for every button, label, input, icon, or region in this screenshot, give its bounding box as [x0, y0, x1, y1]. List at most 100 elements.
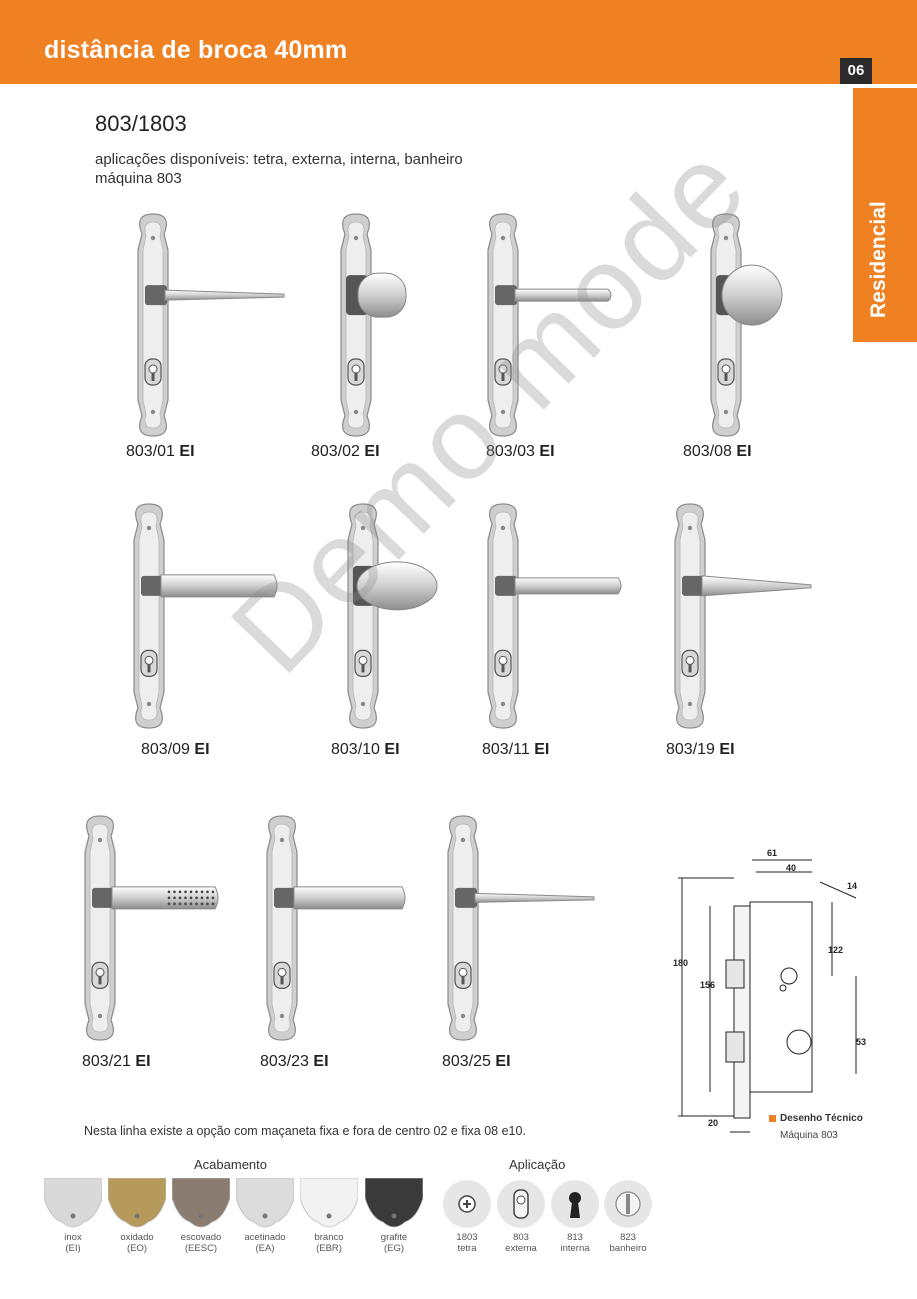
product-finish: EI [135, 1053, 151, 1070]
dimension-180: 180 [673, 958, 689, 968]
dimension-61: 61 [767, 848, 778, 858]
finish-code: (EBR) [316, 1243, 342, 1254]
backplate [133, 503, 165, 729]
product-finish: EI [313, 1053, 329, 1070]
dimension-156: 156 [700, 980, 716, 990]
product-code: 803/19 [666, 741, 715, 758]
product-finish: EI [719, 741, 735, 758]
backplate [266, 815, 298, 1041]
finish-name: branco [314, 1232, 344, 1243]
side-tab-label: Residencial [867, 201, 890, 318]
finish-label: acetinado(EA) [230, 1232, 300, 1254]
finish-swatch-grafite [365, 1178, 423, 1228]
product-label: 803/11 EI [482, 741, 549, 759]
model-title: 803/1803 [95, 111, 187, 136]
product-finish: EI [194, 741, 210, 758]
finish-name: inox [64, 1232, 82, 1243]
dimension-53: 53 [856, 1037, 867, 1047]
technical-drawing-subtitle: Máquina 803 [780, 1130, 838, 1141]
finish-label: oxidado(EO) [102, 1232, 172, 1254]
door-handle-image [487, 503, 622, 729]
product-803-21 [77, 812, 227, 1044]
finishes-title: Acabamento [194, 1157, 267, 1172]
application-name: tetra [457, 1243, 477, 1254]
finish-code: (EO) [126, 1243, 148, 1254]
finish-code: (EG) [383, 1243, 405, 1254]
dimension-20: 20 [708, 1118, 719, 1128]
technical-drawing-title: Desenho Técnico [780, 1113, 863, 1124]
dimension-122: 122 [828, 945, 844, 955]
product-code: 803/25 [442, 1053, 491, 1070]
page-title: distância de broca 40mm [44, 36, 348, 64]
product-label: 803/03 EI [486, 443, 555, 461]
product-finish: EI [384, 741, 400, 758]
product-finish: EI [534, 741, 550, 758]
handle [141, 574, 278, 598]
product-label: 803/10 EI [331, 741, 400, 759]
backplate [447, 815, 479, 1041]
legend-square-icon [769, 1115, 776, 1122]
note-text: Nesta linha existe a opção com maçaneta … [84, 1124, 526, 1138]
product-803-08 [703, 210, 793, 440]
door-handle-image [340, 213, 407, 437]
dimension-14: 14 [847, 881, 858, 891]
application-name: banheiro [609, 1243, 647, 1254]
product-code: 803/11 [482, 741, 530, 758]
finish-swatch-inox [44, 1178, 102, 1228]
product-label: 803/09 EI [141, 741, 210, 759]
product-code: 803/08 [683, 443, 732, 460]
product-code: 803/21 [82, 1053, 131, 1070]
handle [716, 264, 783, 326]
handle [495, 285, 612, 306]
application-code: 813 [567, 1232, 583, 1243]
product-803-09 [126, 500, 286, 732]
application-code: 823 [620, 1232, 636, 1243]
product-803-02 [333, 210, 423, 440]
finish-swatch-escovado [172, 1178, 230, 1228]
applications-title: Aplicação [509, 1157, 566, 1172]
application-code: 803 [513, 1232, 529, 1243]
finish-swatch-acetinado [236, 1178, 294, 1228]
product-label: 803/25 EI [442, 1053, 511, 1071]
finish-label: grafite(EG) [359, 1232, 429, 1254]
cylinder-icon [497, 1180, 545, 1228]
door-handle-image [674, 503, 812, 729]
product-803-23 [259, 812, 414, 1044]
product-803-10 [340, 500, 450, 732]
finish-label: branco(EBR) [294, 1232, 364, 1254]
product-label: 803/08 EI [683, 443, 752, 461]
product-finish: EI [364, 443, 380, 460]
handle [495, 575, 622, 596]
backplate [487, 503, 519, 729]
handle [145, 285, 285, 306]
finish-code: (EA) [255, 1243, 275, 1254]
keyhole-icon [551, 1180, 599, 1228]
applications-text: aplicações disponíveis: tetra, externa, … [95, 150, 463, 188]
bathroom-latch-icon [604, 1180, 652, 1228]
product-label: 803/19 EI [666, 741, 735, 759]
technical-drawing [678, 859, 857, 1133]
door-handle-image [137, 213, 285, 437]
finish-name: grafite [380, 1232, 408, 1243]
door-handle-image [447, 815, 595, 1041]
handle [682, 575, 812, 597]
backplate [340, 213, 372, 437]
finish-code: (EI) [65, 1243, 81, 1254]
product-label: 803/02 EI [311, 443, 380, 461]
product-code: 803/03 [486, 443, 535, 460]
product-code: 803/23 [260, 1053, 309, 1070]
product-label: 803/23 EI [260, 1053, 329, 1071]
handle [274, 886, 406, 910]
product-803-19 [667, 500, 817, 732]
handle [455, 887, 595, 908]
backplate [674, 503, 706, 729]
product-803-03 [480, 210, 620, 440]
handle [92, 886, 219, 910]
product-finish: EI [736, 443, 752, 460]
application-name: interna [560, 1243, 590, 1254]
page-number: 06 [840, 58, 872, 84]
door-handle-image [266, 815, 406, 1041]
